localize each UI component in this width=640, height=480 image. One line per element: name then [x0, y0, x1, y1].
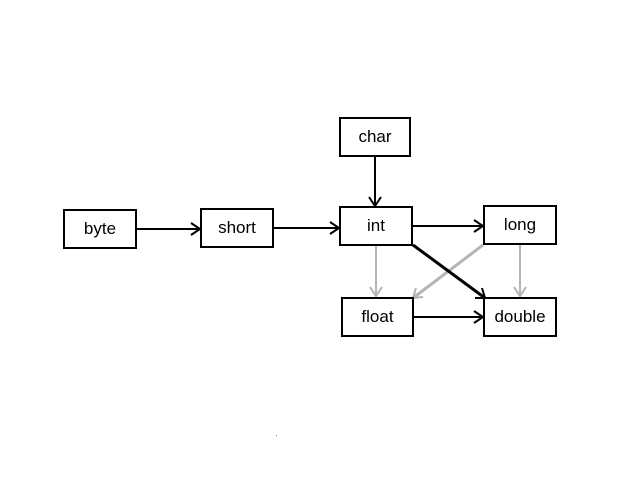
node-byte: byte — [63, 209, 137, 249]
edge-int-to-float — [369, 246, 383, 298]
edge-float-to-double — [414, 310, 485, 324]
node-long: long — [483, 205, 557, 245]
stray-dot — [276, 435, 277, 436]
node-double: double — [483, 297, 557, 337]
edge-char-to-int — [368, 157, 382, 208]
node-int: int — [339, 206, 413, 246]
edge-int-to-long — [413, 219, 485, 233]
node-short: short — [200, 208, 274, 248]
node-char: char — [339, 117, 411, 157]
edge-long-to-double — [513, 245, 527, 298]
edge-byte-to-short — [137, 222, 202, 236]
node-float: float — [341, 297, 414, 337]
edge-short-to-int — [274, 221, 341, 235]
